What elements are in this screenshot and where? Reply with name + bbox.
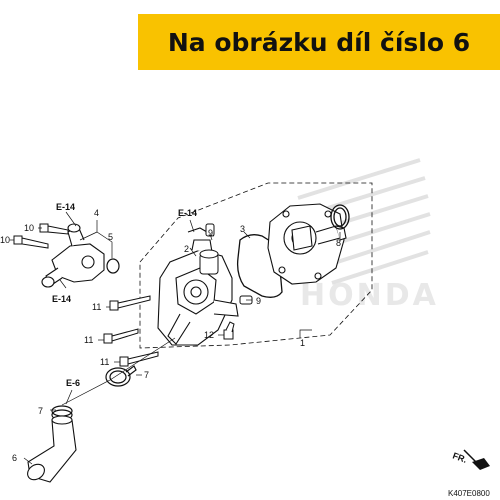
part-number-2: 2 [184,244,189,254]
part-number-banner: Na obrázku díl číslo 6 [138,14,500,70]
part-number-7-left: 7 [38,406,43,416]
gasket [236,234,283,298]
bolt-10-lower [13,235,49,249]
cover-joint [199,249,219,275]
bolt-11-upper [109,295,151,311]
banner-text: Na obrázku díl číslo 6 [167,27,471,57]
part-number-12: 12 [204,330,214,340]
part-number-5: 5 [108,232,113,242]
ref-e6: E-6 [66,378,80,388]
front-arrow-icon [463,449,490,470]
o-ring [330,204,350,230]
pump-body [267,203,347,285]
assembly-box-part-1 [139,182,373,349]
ref-e14-bottom-left: E-14 [52,294,71,304]
pump-cover [157,227,239,346]
drawing-code: K407E0800 [448,489,490,498]
water-hose [27,415,77,483]
part-number-1: 1 [300,338,305,348]
part-number-11-lower: 11 [100,357,109,367]
bolt-12 [223,321,235,340]
part-number-10-lower: 10 [0,235,10,245]
part-number-3: 3 [240,224,245,234]
part-number-8: 8 [336,238,341,248]
ref-e14-center: E-14 [178,208,197,218]
part-number-9-lower: 9 [256,296,261,306]
thermostat-housing [41,223,105,288]
bolt-11-middle [103,328,139,344]
bolt-10-upper [39,223,69,235]
bolt-11-lower [119,351,159,367]
front-direction-label: FR. [451,450,468,464]
part-number-10-upper: 10 [24,223,34,233]
hose-clamp-right [105,365,137,387]
ref-e14-top-left: E-14 [56,202,75,212]
part-number-7-right: 7 [144,370,149,380]
leader-lines [10,211,341,465]
hose-route-line [61,337,176,406]
part-number-11-upper: 11 [92,302,101,312]
part-number-4: 4 [94,208,99,218]
small-o-ring [106,258,120,274]
part-number-9-upper: 9 [208,228,213,238]
part-number-11-middle: 11 [84,335,93,345]
honda-watermark-text: HONDA [300,278,439,313]
part-number-6: 6 [12,453,17,463]
